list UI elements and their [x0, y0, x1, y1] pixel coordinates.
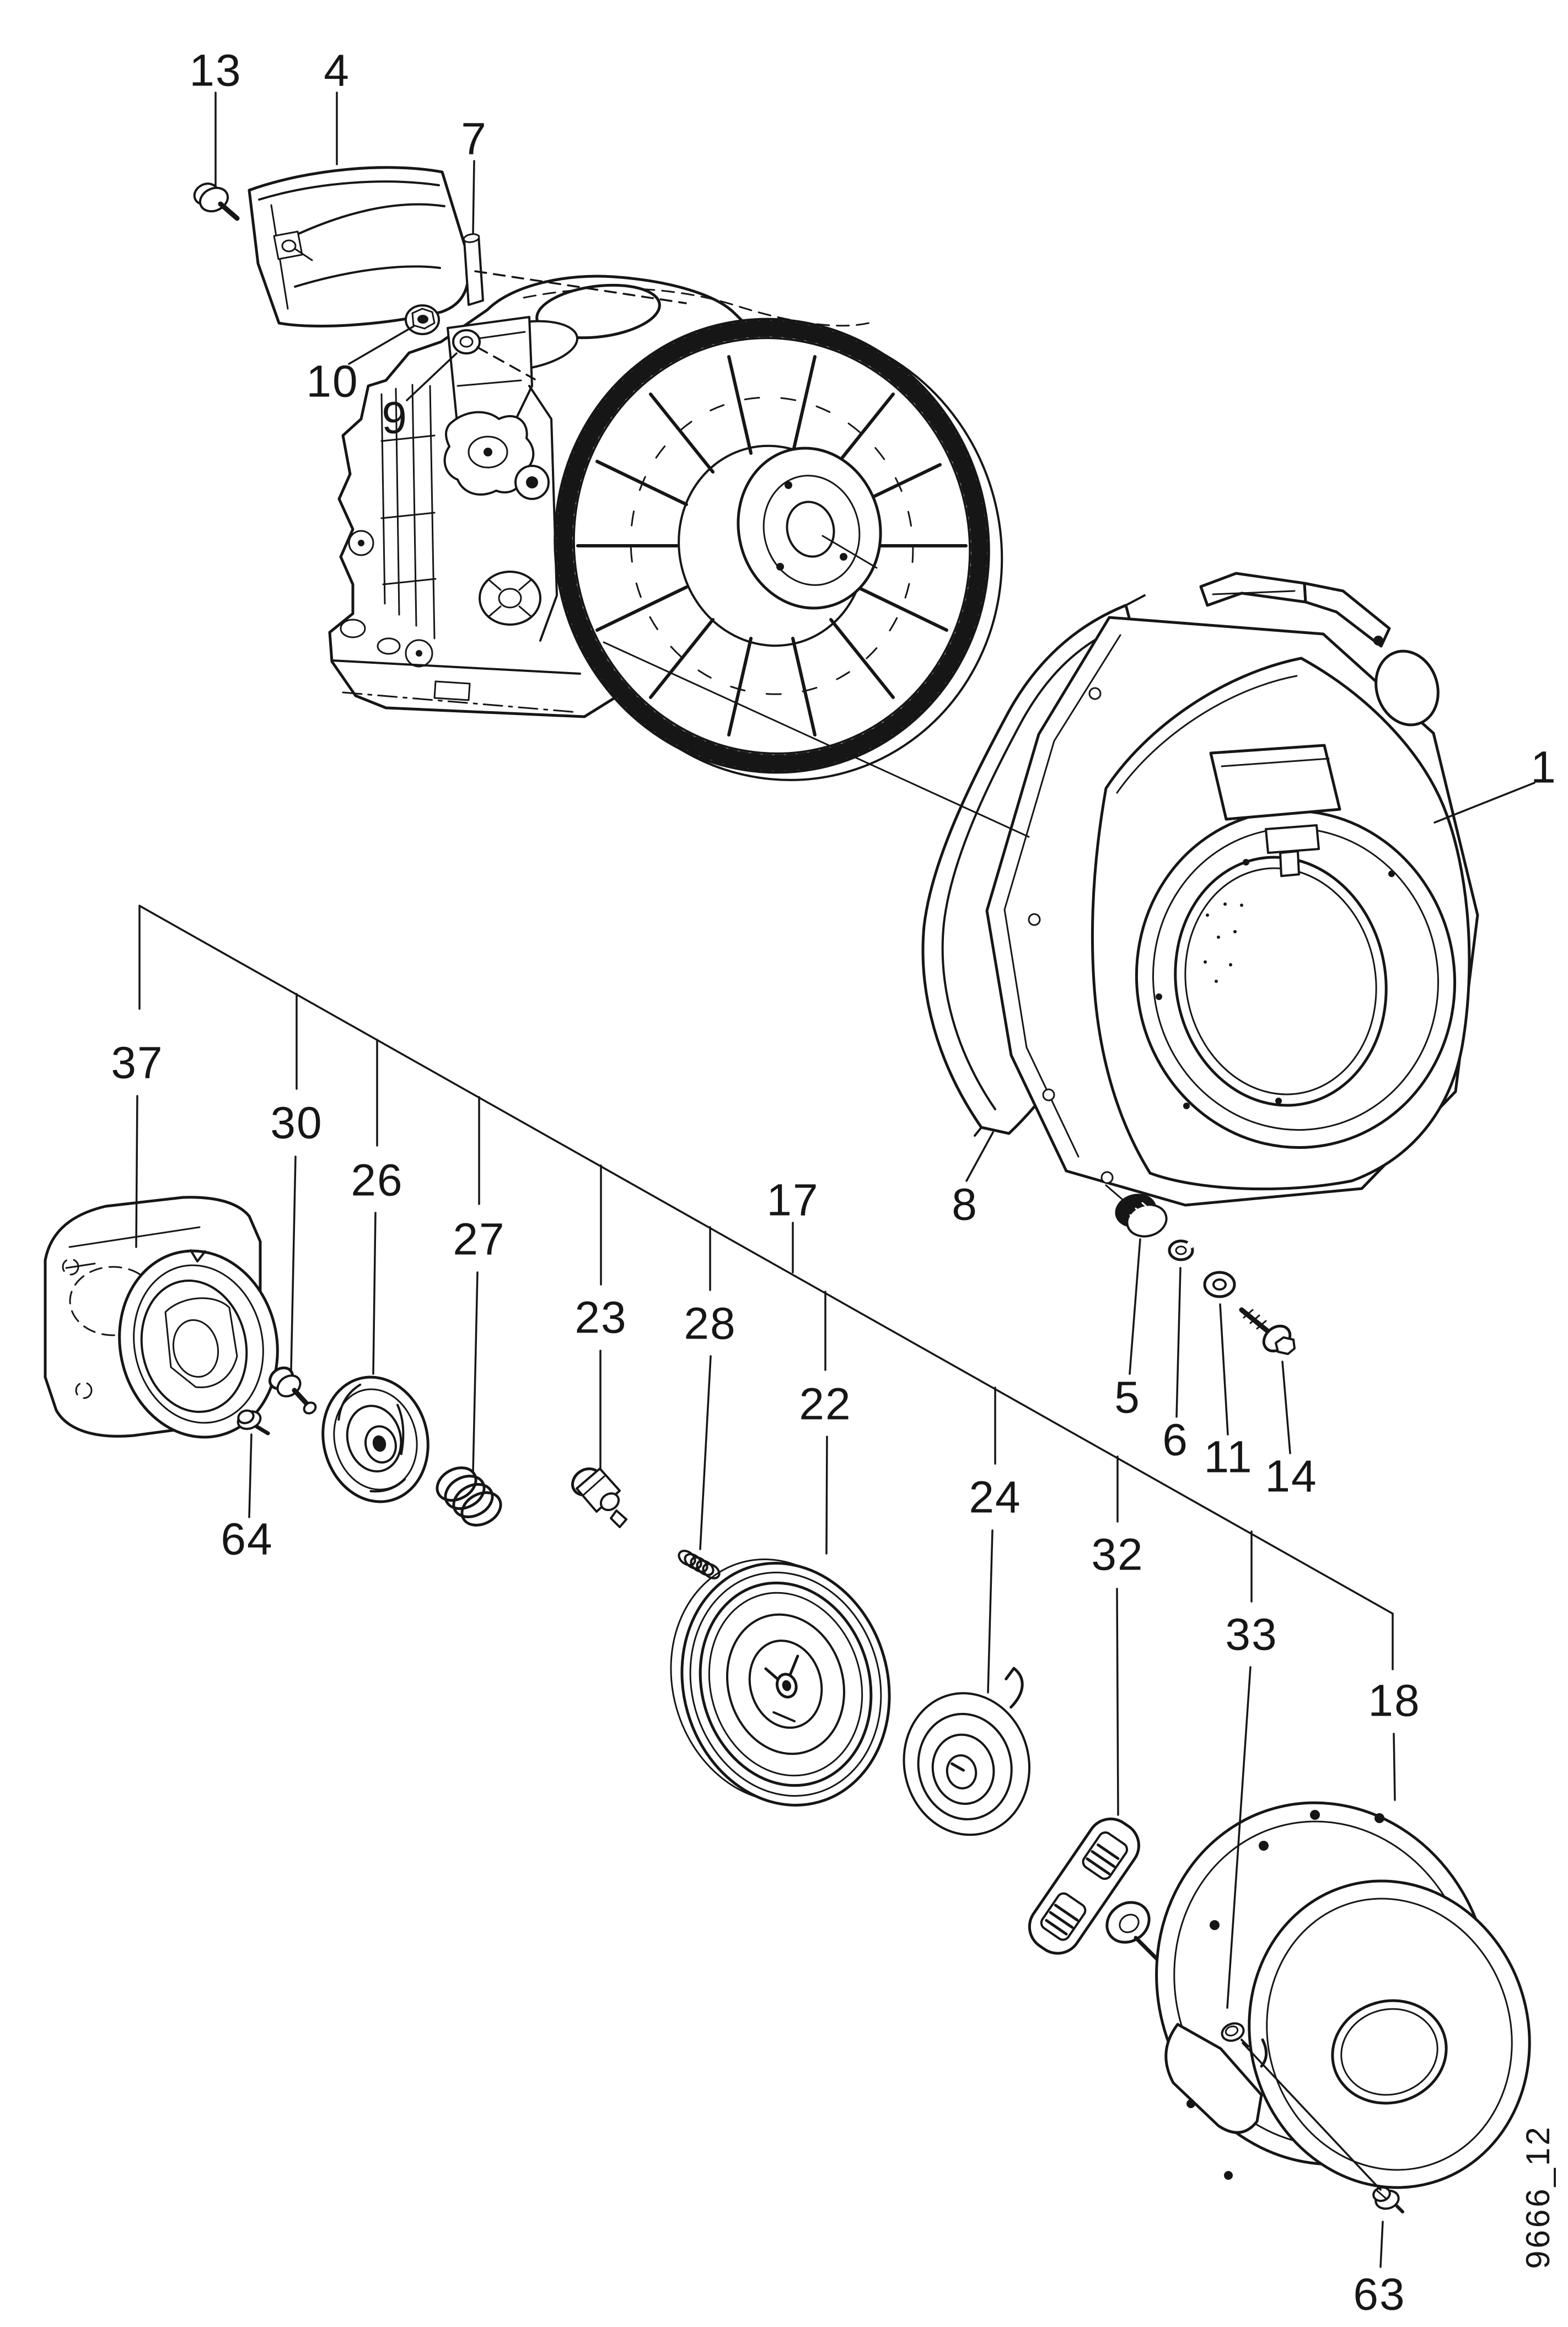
- mounting-base-edge: [331, 659, 581, 675]
- leader-1: [1433, 782, 1535, 824]
- part-label-5: 5: [1114, 1373, 1141, 1423]
- recoil-spiral-spring-24: [903, 1667, 1030, 1836]
- leader-9-hidden: [476, 346, 536, 380]
- assembly-axis-diagonal: [138, 905, 1394, 1670]
- fan-cover: [985, 572, 1479, 1207]
- part-label-33: 33: [1225, 1610, 1277, 1660]
- base-slot: [433, 680, 471, 701]
- part-label-7: 7: [461, 114, 487, 164]
- part-label-10: 10: [306, 357, 358, 407]
- cup-bolt-64: [237, 1409, 270, 1436]
- handle-eye: [1105, 1901, 1151, 1944]
- cover-louver: [1209, 744, 1341, 821]
- leader-33: [1226, 1666, 1252, 2009]
- starter-cup-37: [44, 1196, 279, 1439]
- part-label-64: 64: [221, 1514, 273, 1565]
- leader-63-to-case: [1242, 2042, 1382, 2191]
- part-label-24: 24: [969, 1472, 1021, 1523]
- leader-10: [348, 325, 415, 365]
- ratchet-spring-28: [678, 1550, 721, 1579]
- air-guide-plate-4: [248, 166, 471, 327]
- part-label-4: 4: [324, 46, 350, 96]
- part-label-30: 30: [270, 1098, 323, 1148]
- washer-9: [452, 329, 481, 354]
- part-label-9: 9: [382, 393, 408, 443]
- leader-8: [965, 1131, 994, 1182]
- leader-lines: [135, 92, 1535, 2268]
- leader-63: [1379, 2221, 1384, 2268]
- part-label-28: 28: [684, 1299, 736, 1349]
- crankshaft-axis: [821, 535, 878, 569]
- part-label-13: 13: [189, 46, 241, 96]
- part-label-11: 11: [1204, 1432, 1253, 1482]
- leader-22: [825, 1436, 828, 1555]
- case-screw-63: [1372, 2186, 1404, 2213]
- cylinder-opening: [535, 283, 661, 340]
- drawing-number-watermark: 9666_12: [1519, 2125, 1556, 2269]
- part-label-17: 17: [766, 1175, 819, 1226]
- leader-9: [406, 352, 458, 401]
- part-label-32: 32: [1091, 1530, 1143, 1580]
- case-mounting-ear: [1164, 2023, 1263, 2134]
- leader-64: [248, 1433, 253, 1518]
- part-label-14: 14: [1265, 1452, 1317, 1502]
- part-label-26: 26: [351, 1156, 403, 1206]
- leader-28: [699, 1355, 712, 1550]
- case-center-hole: [1331, 1999, 1448, 2105]
- guard-screw-hole: [281, 239, 297, 252]
- leader-5: [1129, 1238, 1141, 1375]
- part-label-63: 63: [1353, 2270, 1405, 2320]
- bolt-13: [193, 182, 240, 221]
- leader-18: [1393, 1733, 1396, 1801]
- flange-bolt-14: [1239, 1307, 1296, 1355]
- leader-14: [1281, 1361, 1291, 1454]
- leader-30: [290, 1156, 297, 1372]
- part-label-1: 1: [1531, 743, 1557, 793]
- part-label-8: 8: [952, 1180, 978, 1230]
- flange-nut-10: [405, 304, 440, 335]
- leader-11: [1219, 1303, 1229, 1436]
- fin-mid-edges: [630, 396, 914, 695]
- leader-7: [472, 160, 475, 234]
- part-label-22: 22: [799, 1379, 851, 1429]
- ring-gear-teeth: [556, 320, 988, 771]
- rope-pulley-22: [670, 1559, 891, 1807]
- crankcase-ribs: [380, 384, 436, 639]
- crankshaft-hole: [786, 501, 835, 558]
- part-label-6: 6: [1162, 1415, 1189, 1465]
- leader-37: [135, 1095, 138, 1248]
- leader-26: [372, 1212, 377, 1375]
- leader-32: [1116, 1588, 1119, 1816]
- cooling-fins: [576, 355, 968, 737]
- assembly-line: [603, 641, 1030, 838]
- part-label-18: 18: [1368, 1676, 1420, 1726]
- starter-handle-32: [1028, 1817, 1160, 1962]
- cover-bracket-left: [1199, 572, 1307, 607]
- leader-6: [1175, 1267, 1182, 1418]
- cover-opening: [1174, 856, 1388, 1107]
- pivot-stud-23: [571, 1467, 627, 1528]
- part-label-23: 23: [574, 1293, 627, 1343]
- screen-speckles: [1204, 902, 1243, 983]
- snap-ring-6: [1168, 1239, 1195, 1261]
- leader-27: [472, 1271, 479, 1473]
- cover-clip: [1265, 824, 1320, 854]
- flywheel: [554, 318, 1003, 781]
- friction-plate-26: [321, 1375, 429, 1503]
- part-number-labels: 1456789101113141718222324262728303233376…: [111, 46, 1557, 2320]
- cover-bracket-right: [1303, 582, 1391, 648]
- friction-screw-30: [269, 1366, 317, 1415]
- recoil-starter-case-18: [1155, 1801, 1531, 2189]
- cover-boss-line: [1105, 1184, 1131, 1207]
- washer-11: [1203, 1271, 1236, 1298]
- friction-spring-27: [436, 1466, 502, 1527]
- leader-24: [987, 1529, 994, 1694]
- hidden-edge-top: [474, 270, 687, 304]
- part-label-27: 27: [453, 1214, 505, 1265]
- part-label-37: 37: [111, 1038, 163, 1088]
- pin-7: [463, 233, 484, 306]
- cover-curl-lobe: [1374, 649, 1440, 727]
